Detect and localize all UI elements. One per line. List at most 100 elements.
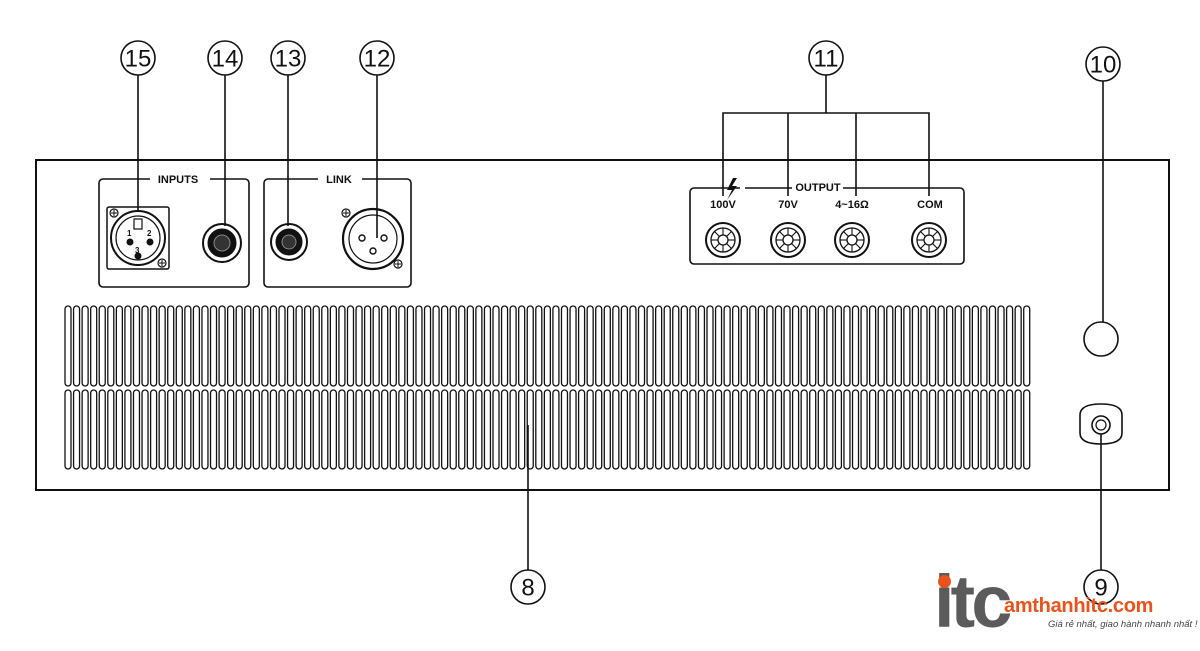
quarter-inch-jack-icon [202,223,242,263]
vent-slot [483,389,492,470]
vent-slot [415,389,423,470]
callout-13: 13 [270,40,306,76]
vent-slot [295,305,303,387]
vent-slot [595,389,603,470]
vent-slot [868,305,877,387]
vent-slot [201,389,209,470]
vent-slot [654,305,663,387]
vent-slot [920,389,928,470]
vent-slot [911,389,920,470]
vent-slot [329,389,338,470]
vent-slot [372,305,380,387]
vent-slot [244,305,252,387]
vent-slot [646,305,654,387]
quarter-inch-jack-icon [270,223,308,261]
vent-slot [244,389,252,470]
vent-slot [603,305,611,387]
vent-slot [783,389,791,470]
vent-slot [595,305,603,387]
vent-slot [286,305,295,387]
vent-slot [740,389,748,470]
vent-slot [115,305,124,387]
link-label: LINK [326,174,352,186]
callout-8: 8 [510,569,546,605]
vent-slot [526,305,534,387]
terminal-label-com: COM [917,199,943,211]
vent-slot [1005,305,1014,387]
vent-slot [269,389,278,470]
vent-slot [149,305,158,387]
vent-slot [603,389,611,470]
vent-slot [680,389,688,470]
vent-slot [81,305,89,387]
vent-slot [440,305,449,387]
vent-slot [278,389,286,470]
chassis-outline [35,159,1170,491]
callout-12: 12 [359,40,395,76]
vent-slot [689,389,697,470]
vent-slot [64,305,72,387]
callout-number: 10 [1090,52,1117,79]
vent-slot [355,389,363,470]
terminal-label-4-16ohm: 4~16Ω [835,199,869,211]
vent-slot [988,389,997,470]
callout-number: 12 [364,46,391,73]
vent-slot [826,389,834,470]
vent-slot [886,305,894,387]
vent-slot [389,305,397,387]
vent-slot [612,389,620,470]
vent-slot [937,389,945,470]
vent-slot [312,305,320,387]
vent-slot [560,305,569,387]
callout-number: 11 [814,46,839,73]
vent-slot [149,389,158,470]
svg-text:3: 3 [135,246,140,255]
vent-slot [654,389,663,470]
vent-slot [560,389,569,470]
vent-slot [64,389,72,470]
vent-slot [98,389,106,470]
vent-slot [877,305,885,387]
vent-slot [663,389,671,470]
vent-slot [329,305,338,387]
terminal-label-70v: 70V [778,199,798,211]
vent-slot [398,389,406,470]
vent-slot [552,305,560,387]
vent-slot [107,305,115,387]
vent-slot [971,305,980,387]
inputs-section: INPUTS 1 2 3 [98,172,250,288]
vent-slot [321,305,329,387]
vent-slot [552,389,560,470]
lightning-bolt-icon [727,178,737,200]
vent-slot [629,305,637,387]
vent-slot [997,389,1005,470]
vent-slot [184,389,192,470]
vent-slot [235,305,243,387]
vent-slot [535,305,543,387]
vent-slot [646,389,654,470]
vent-slot [843,305,851,387]
vent-slot [980,389,988,470]
vent-slot [346,389,355,470]
vent-slot [954,389,962,470]
vent-slot [175,305,183,387]
link-section: LINK [263,172,412,288]
vent-slot [226,389,235,470]
vent-slot [261,389,269,470]
vent-slot [500,305,509,387]
vent-slot [620,305,629,387]
vent-slot [167,305,175,387]
vent-slot [449,305,457,387]
vent-slot [158,305,166,387]
vent-slot [963,389,971,470]
vent-slot [689,305,697,387]
brand-logo-dot [938,575,951,588]
binding-post-icon [770,222,806,258]
callout-number: 14 [212,46,239,73]
binding-post-icon [911,222,947,258]
vent-slot [851,389,860,470]
vent-slot [252,305,260,387]
vent-slot [714,305,723,387]
vent-slot [363,389,372,470]
vent-slot [791,389,800,470]
